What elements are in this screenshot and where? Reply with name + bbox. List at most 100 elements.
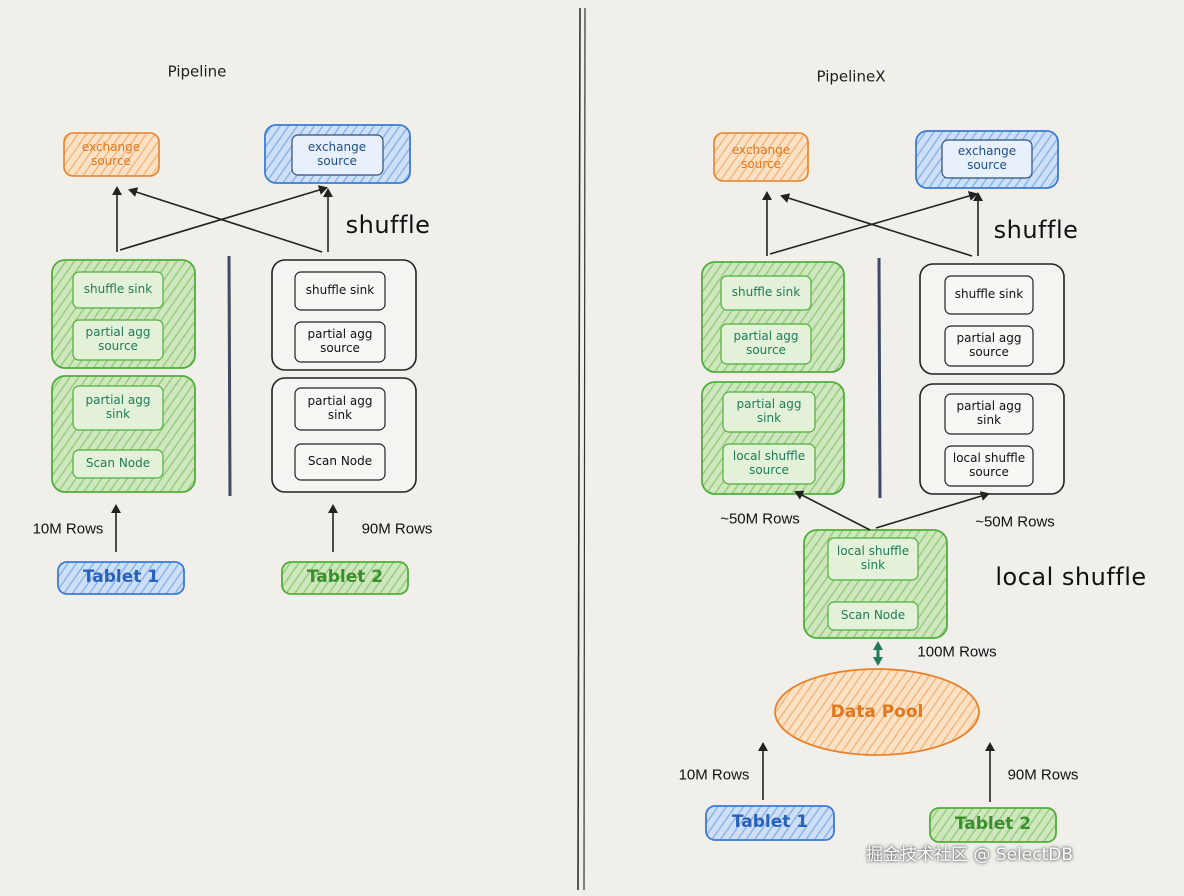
right-green-upper-b [720,323,812,365]
right-green-lower-a-line2: sink [756,411,782,425]
right-green-upper-b-line1: partial agg [733,329,799,344]
left-white-lower-a [294,387,386,431]
right-local-shuffle-b [827,601,919,631]
right-tablet2-box [929,807,1057,843]
right-rows-right-mid: ~50M Rows [975,513,1055,531]
right-exchange-blue-text: exchange source [957,144,1017,173]
left-tablet2-box [281,561,409,595]
center-divider-line-b [583,7,586,891]
right-rows-right: 90M Rows [1007,766,1079,784]
right-local-shuffle-b-text: Scan Node [840,608,906,623]
right-white-upper-a-text: shuffle sink [954,287,1024,302]
right-green-upper-a [720,275,812,311]
left-rows-right: 90M Rows [361,520,433,538]
left-arrow-white-to-orange [128,187,323,253]
right-rows-pool: 100M Rows [917,643,997,661]
left-green-lower-a [72,385,164,431]
right-white-lower-a-text: partial agg sink [956,399,1022,428]
right-arrow-local-to-green [794,490,871,531]
left-green-upper-b-line1: partial agg [85,325,151,340]
right-white-lower-b-line2: source [969,465,1009,479]
right-exchange-orange-text: exchange source [731,143,791,172]
right-data-pool-label: Data Pool [830,702,924,723]
right-green-lower-b-line1: local shuffle [732,449,806,464]
right-exchange-source-orange [713,132,809,182]
left-exchange-orange-text: exchange source [81,140,141,169]
right-exchange-source-blue-inner [941,139,1033,179]
right-green-lower-b-text: local shuffle source [732,449,806,478]
right-local-shuffle-a-text: local shuffle sink [836,544,910,573]
left-shuffle-label: shuffle [345,211,431,240]
left-green-lower-b-text: Scan Node [85,456,151,471]
right-arrow-local-to-white [875,491,990,529]
left-white-upper-b [294,321,386,363]
right-exchange-orange-line2: source [741,157,781,171]
left-green-upper-a [72,271,164,309]
right-white-upper-b [944,325,1034,367]
right-white-lower-b-line1: local shuffle [952,451,1026,466]
right-arrow-white-to-orange [780,193,973,257]
right-exchange-orange-line1: exchange [731,143,791,158]
left-green-lower-a-line1: partial agg [85,393,151,408]
right-white-lower-a-line2: sink [976,413,1002,427]
left-exchange-blue-line1: exchange [307,140,367,155]
left-green-lower-a-line2: sink [105,407,131,421]
left-exchange-blue-text: exchange source [307,140,367,169]
left-green-upper-b-text: partial agg source [85,325,151,354]
left-white-lower-a-line1: partial agg [307,394,373,409]
right-local-shuffle-a [827,537,919,581]
left-exchange-source-blue-inner [291,134,384,176]
left-white-lower-b [294,443,386,481]
left-white-lower-a-text: partial agg sink [307,394,373,423]
left-white-upper-b-line2: source [320,341,360,355]
right-green-lower-b [722,443,816,485]
right-green-upper-b-line2: source [746,343,786,357]
right-green-upper-a-text: shuffle sink [731,285,801,300]
left-white-lower-a-line2: sink [327,408,353,422]
left-arrow-green-to-blue [119,185,328,251]
left-tablet1-box [57,561,185,595]
left-exchange-source-orange [63,132,160,177]
left-exchange-blue-line2: source [317,154,357,168]
left-green-lower-a-text: partial agg sink [85,393,151,422]
left-green-upper-a-text: shuffle sink [83,282,153,297]
right-white-lower-b-text: local shuffle source [952,451,1026,480]
left-title: Pipeline [167,62,227,81]
right-rows-left-mid: ~50M Rows [720,510,800,528]
left-rows-left: 10M Rows [32,520,104,538]
right-local-shuffle-a-line1: local shuffle [836,544,910,559]
right-green-lower-a [722,391,816,433]
left-white-lower-b-text: Scan Node [307,454,373,469]
left-tablet1-label: Tablet 1 [82,567,160,588]
right-title: PipelineX [816,67,886,86]
right-data-pool-ellipse [774,668,980,756]
left-green-upper-b-line2: source [98,339,138,353]
right-green-lower-b-line2: source [749,463,789,477]
right-tablet1-box [705,805,835,841]
right-pipeline-separator [877,257,882,499]
right-green-lower-a-line1: partial agg [736,397,802,412]
right-local-shuffle-a-line2: sink [860,558,886,572]
left-green-upper-b [72,319,164,361]
right-tablet2-label: Tablet 2 [954,814,1032,835]
left-white-upper-a-text: shuffle sink [305,283,375,298]
left-green-lower-b [72,449,164,479]
right-shuffle-label: shuffle [993,216,1079,245]
left-exchange-orange-line1: exchange [81,140,141,155]
right-white-lower-b [944,445,1034,487]
right-exchange-blue-line1: exchange [957,144,1017,159]
left-white-upper-b-line1: partial agg [307,327,373,342]
right-rows-left: 10M Rows [678,766,750,784]
left-white-upper-a [294,271,386,311]
right-white-lower-a [944,393,1034,435]
left-pipeline-separator [227,255,232,497]
right-white-upper-a [944,275,1034,315]
right-green-upper-b-text: partial agg source [733,329,799,358]
right-green-lower-a-text: partial agg sink [736,397,802,426]
right-white-lower-a-line1: partial agg [956,399,1022,414]
left-tablet2-label: Tablet 2 [306,567,384,588]
watermark: 掘金技术社区 @ SelectDB [866,845,1074,865]
right-local-shuffle-label: local shuffle [995,563,1147,592]
center-divider-line-a [577,7,581,891]
